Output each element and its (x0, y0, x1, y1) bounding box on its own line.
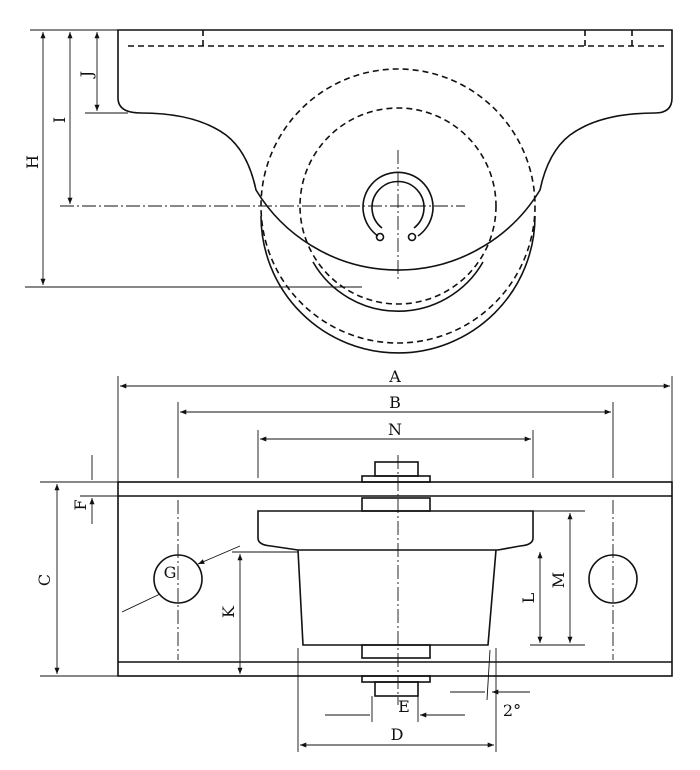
wheel-flange (257, 510, 534, 551)
label-H: H (23, 155, 42, 169)
axle-bolt-head (374, 461, 419, 477)
extension-lines (25, 29, 362, 288)
bracket-outline (117, 29, 673, 271)
label-D: D (391, 725, 404, 744)
axle-nut (374, 681, 419, 697)
wheel-hidden-inner (299, 107, 497, 305)
label-angle: 2° (503, 701, 521, 720)
wheel-outer-arc (260, 215, 536, 354)
ring-eye-right (407, 232, 417, 242)
label-A: A (388, 367, 401, 386)
spacer-bottom (361, 644, 431, 659)
plan-extension-lines (40, 376, 673, 752)
label-C: C (35, 574, 54, 586)
wheel-tread (297, 549, 497, 646)
label-G: G (164, 563, 177, 582)
label-M: M (549, 572, 568, 588)
plan-view: A B N C F G K L M E D 2° (35, 367, 673, 752)
label-K: K (219, 605, 238, 618)
label-F: F (71, 499, 90, 510)
washer-bottom (361, 675, 431, 683)
label-I: I (50, 117, 69, 123)
label-L: L (519, 592, 538, 603)
ring-eye-left (375, 232, 385, 242)
label-N: N (388, 420, 402, 439)
washer-top (361, 475, 431, 483)
wheel-inner-arc (312, 261, 484, 312)
side-view: H I J (23, 29, 673, 354)
hole-hidden-lines (202, 30, 633, 46)
spacer-top (361, 497, 431, 512)
label-E: E (398, 697, 410, 716)
label-B: B (389, 393, 401, 412)
dimension-G (121, 545, 241, 613)
label-J: J (77, 71, 96, 79)
